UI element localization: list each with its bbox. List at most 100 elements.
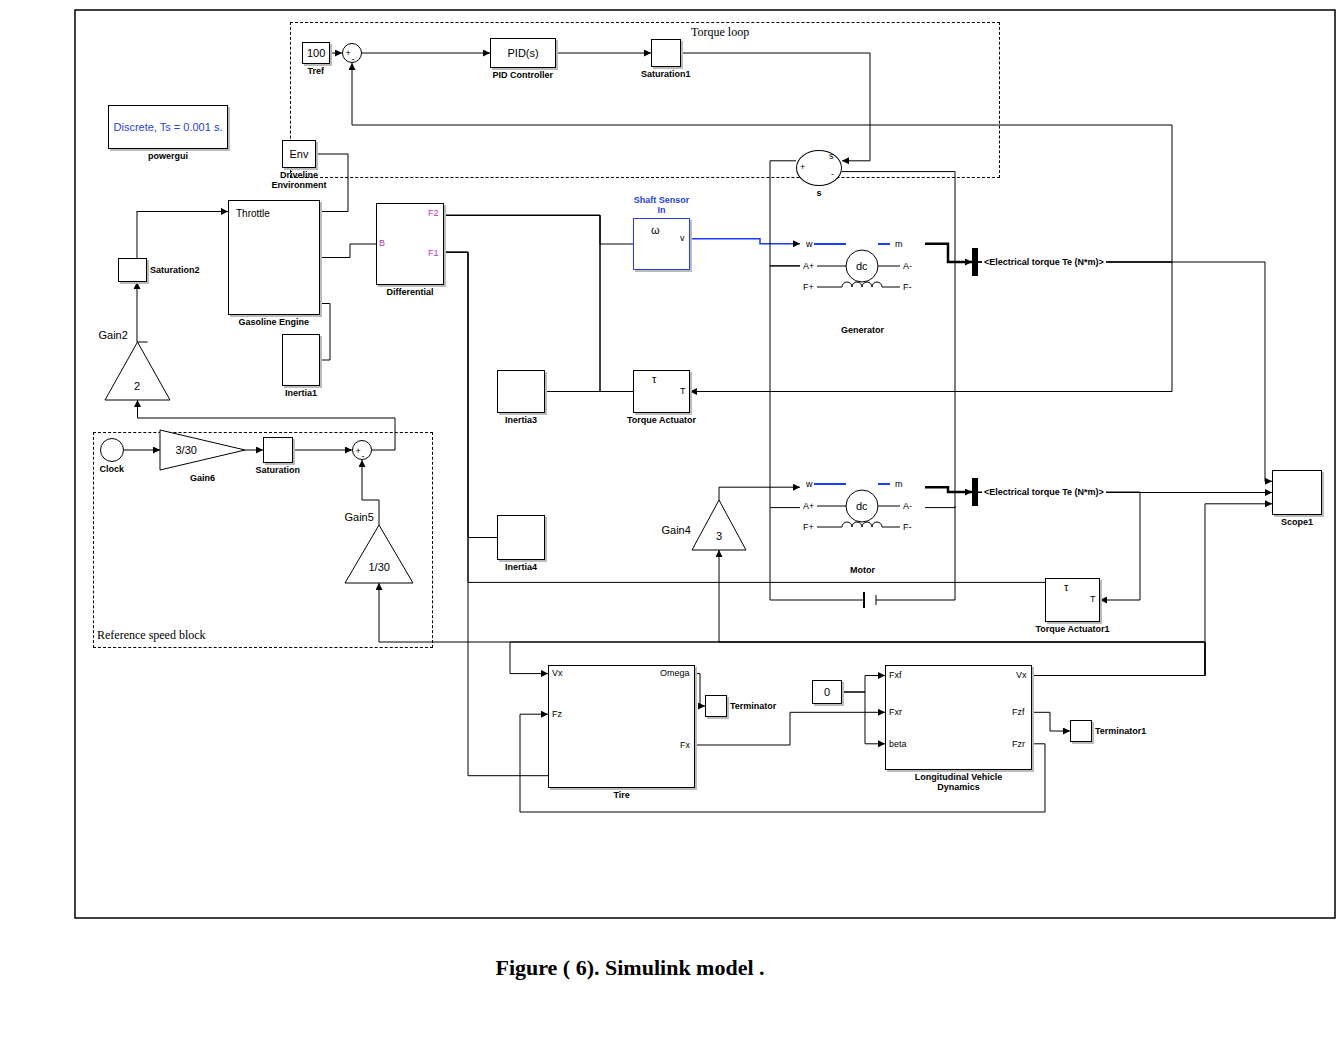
port-label: Vx: [552, 668, 563, 678]
block-text: Gain2: [99, 329, 128, 342]
signal-line: [330, 53, 342, 54]
block-rect: Saturation2: [118, 258, 147, 282]
model-graphic: [814, 243, 890, 245]
model-graphic: [75, 10, 1335, 918]
signal-line: [925, 244, 972, 262]
port-label: A-: [903, 501, 912, 511]
block-name: Generator: [841, 325, 884, 335]
block-rect: Inertia4: [497, 515, 545, 560]
block-text: Gain5: [345, 511, 374, 524]
block-rect: EnvDriveline Environment: [282, 140, 316, 168]
port-label: B: [379, 238, 385, 248]
block-rect: Saturation: [263, 437, 293, 463]
block-rect: Saturation1: [651, 39, 681, 67]
signal-line: [1032, 504, 1272, 676]
gain-outline: [692, 500, 746, 550]
block-name: Terminator: [730, 701, 776, 711]
block-text: 1/30: [369, 561, 390, 574]
block-triR: 3/30Gain6: [160, 430, 245, 470]
signal-line: [770, 161, 800, 266]
block-name: <Electrical torque Te (N*m)>: [982, 257, 1106, 267]
block-text: Throttle: [236, 208, 270, 220]
block-text: PID(s): [508, 47, 539, 60]
signal-line: [444, 252, 548, 776]
signal-line: [925, 487, 972, 492]
block-text: 3: [716, 530, 722, 543]
block-rect: 100Tref: [302, 42, 330, 64]
signal-line: [293, 450, 352, 451]
block-rect: 0: [812, 680, 842, 704]
model-graphic: [876, 595, 877, 605]
block-rect: Terminator: [705, 695, 727, 717]
block-text: Discrete, Ts = 0.001 s.: [112, 121, 224, 134]
port-label: T: [680, 386, 686, 396]
block-rect: Longitudinal Vehicle Dynamics: [885, 665, 1032, 770]
port-label: Fx: [680, 740, 690, 750]
signal-line: [362, 53, 490, 54]
block-name: Inertia1: [285, 388, 317, 398]
signal-line: [695, 674, 705, 706]
block-text: +: [346, 48, 351, 58]
block-triU: 1/30Gain5: [345, 525, 413, 583]
port-label: +: [800, 162, 805, 172]
signal-line: [770, 266, 800, 508]
block-text: 100: [307, 47, 325, 60]
block-name: Differential: [387, 287, 434, 297]
signal-line: [352, 63, 1172, 262]
block-name: powergui: [148, 151, 188, 161]
signal-line: [719, 487, 800, 500]
block-name: Saturation: [256, 465, 301, 475]
block-rect: Terminator1: [1070, 720, 1092, 742]
signal-line: [1032, 712, 1070, 731]
block-name: Driveline Environment: [259, 170, 339, 191]
port-label: Fxf: [889, 670, 902, 680]
block-text: Env: [290, 148, 309, 161]
signal-line: [245, 450, 263, 451]
port-label: beta: [889, 739, 907, 749]
port-label: τ: [652, 373, 656, 386]
signal-line: [137, 282, 148, 342]
port-label: F-: [903, 282, 912, 292]
port-label: F+: [803, 282, 814, 292]
block-text: 3/30: [176, 444, 197, 457]
gain-triangle: [345, 525, 413, 583]
block-circle: Clock: [100, 438, 124, 462]
signal-line: [681, 53, 870, 161]
signal-line: [444, 252, 497, 537]
port-label: v: [680, 233, 685, 243]
port-label: m: [895, 479, 903, 489]
port-label: T: [1090, 594, 1096, 604]
port-label: F1: [428, 248, 439, 258]
signal-line: [719, 550, 1205, 676]
model-graphic: [112, 43, 1316, 738]
block-text: dc: [856, 500, 868, 513]
signal-line: [137, 211, 228, 258]
signal-line: [842, 172, 955, 508]
block-name: Motor: [850, 565, 875, 575]
port-label: A-: [903, 261, 912, 271]
block-dash: Torque loop100Tref+-PID(s)PID Controller…: [290, 22, 1000, 178]
signal-line: [320, 304, 330, 361]
signal-line: [444, 215, 633, 391]
gain-outline: [160, 430, 245, 470]
port-label: Fxr: [889, 707, 902, 717]
block-dash: Reference speed blockClock3/30Gain6Satur…: [93, 432, 433, 648]
port-label: Fzr: [1012, 739, 1025, 749]
port-label: Fzf: [1012, 707, 1025, 717]
model-graphic: [846, 490, 878, 522]
block-text: dc: [856, 260, 868, 273]
figure-caption: Figure ( 6). Simulink model .: [0, 955, 1260, 980]
block-rect: Inertia1: [282, 334, 320, 386]
block-name: Gain6: [190, 473, 215, 483]
block-triU: 2Gain2: [105, 342, 170, 400]
block-name: Shaft Sensor In: [630, 195, 694, 216]
block-none: dcMotor: [800, 477, 925, 562]
signal-line: [842, 676, 885, 693]
model-graphic: [846, 250, 878, 282]
block-circle: +-: [342, 43, 362, 63]
model-graphic: [770, 506, 955, 600]
block-name: Clock: [100, 464, 125, 474]
block-name: PID Controller: [493, 70, 554, 80]
block-rect: Shaft Sensor In: [633, 218, 690, 270]
